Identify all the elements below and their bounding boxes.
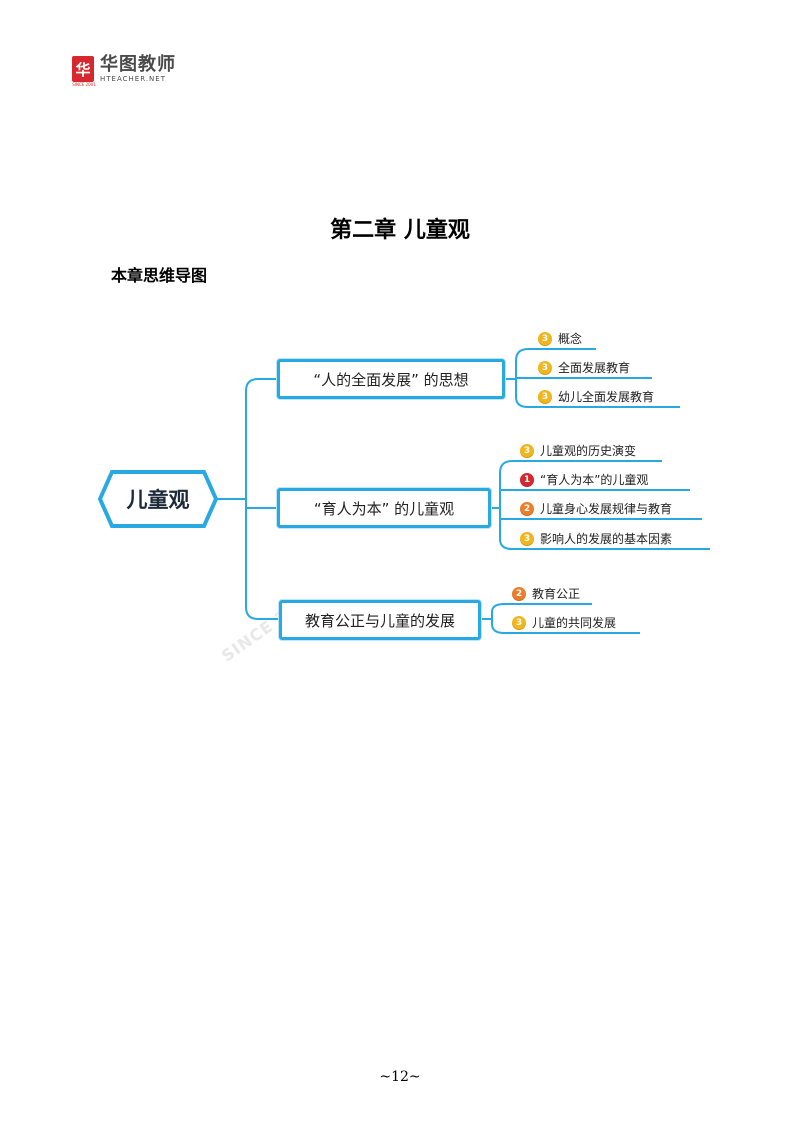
logo-text: 华图教师 HTEACHER.NET: [100, 54, 176, 84]
chapter-title: 第二章 儿童观: [330, 217, 470, 243]
page-number: ~12~: [379, 1069, 421, 1085]
logo-name: 华图教师: [100, 54, 176, 75]
priority-badge: 3: [520, 443, 534, 458]
branch-label-2: “育人为本” 的儿童观: [313, 499, 455, 518]
priority-badge: 3: [538, 360, 552, 375]
logo-sub: HTEACHER.NET: [100, 75, 166, 83]
leaf-spine-2: [490, 460, 513, 550]
leaf-item: 3 概念: [538, 330, 582, 347]
root-node: 儿童观: [126, 488, 190, 512]
leaf-item: 2 教育公正: [512, 585, 580, 602]
leaf-label: 儿童身心发展规律与教育: [540, 502, 673, 516]
priority-badge: 3: [538, 331, 552, 346]
leaf-label: 全面发展教育: [558, 361, 631, 375]
branch-spine: [245, 378, 259, 620]
priority-badge: 1: [520, 472, 534, 487]
leaf-label: 儿童的共同发展: [532, 616, 617, 630]
leaf-spine-3: [480, 603, 505, 634]
leaf-item: 3 影响人的发展的基本因素: [520, 530, 672, 547]
section-subtitle: 本章思维导图: [111, 266, 208, 285]
leaf-label: 儿童观的历史演变: [540, 444, 637, 458]
logo-since: SINCE 2001: [72, 82, 96, 87]
leaf-item: 3 儿童的共同发展: [512, 614, 616, 631]
leaf-item: 3 儿童观的历史演变: [520, 442, 636, 459]
branch-label-3: 教育公正与儿童的发展: [304, 611, 455, 630]
branch-label-1: “人的全面发展” 的思想: [313, 370, 469, 389]
priority-badge: 3: [520, 531, 534, 546]
logo-mark: 华: [72, 56, 94, 82]
leaf-label: “育人为本”的儿童观: [540, 473, 649, 487]
root-node-shape: [97, 470, 219, 528]
priority-badge: 2: [520, 501, 534, 516]
leaf-item: 3 幼儿全面发展教育: [538, 388, 654, 405]
branch-node-2: “育人为本” 的儿童观: [277, 488, 491, 528]
leaf-item: 2 儿童身心发展规律与教育: [520, 500, 672, 517]
brand-logo: 华 华图教师 HTEACHER.NET SINCE 2001: [72, 54, 176, 87]
leaf-item: 3 全面发展教育: [538, 359, 630, 376]
leaf-item: 1 “育人为本”的儿童观: [520, 471, 648, 488]
leaf-label: 教育公正: [532, 587, 581, 601]
priority-badge: 2: [512, 586, 526, 601]
leaf-label: 概念: [558, 332, 583, 346]
leaf-label: 影响人的发展的基本因素: [540, 532, 673, 546]
leaf-label: 幼儿全面发展教育: [558, 390, 655, 404]
priority-badge: 3: [538, 389, 552, 404]
branch-node-1: “人的全面发展” 的思想: [277, 359, 505, 399]
priority-badge: 3: [512, 615, 526, 630]
branch-node-3: 教育公正与儿童的发展: [279, 600, 481, 640]
